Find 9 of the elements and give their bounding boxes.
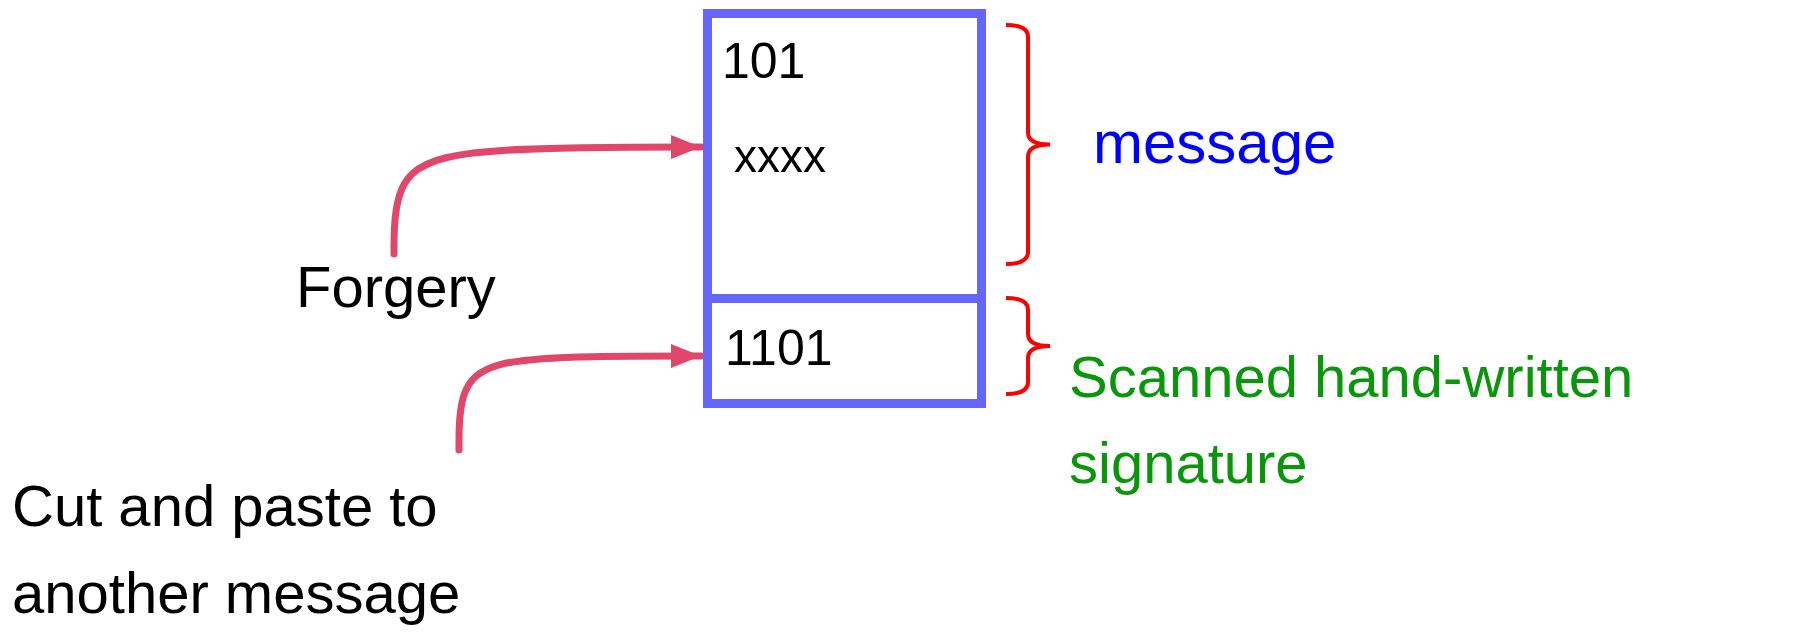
field-value: xxxx — [734, 133, 826, 179]
field-value: 1101 — [725, 323, 833, 373]
curved-arrow — [455, 344, 705, 454]
curved-arrow — [390, 135, 705, 258]
field-value: 101 — [722, 36, 806, 86]
annotation-text: Cut and paste to another message — [12, 450, 632, 636]
annotation-text: Forgery — [296, 254, 566, 320]
brace-label: message — [1093, 108, 1338, 178]
brace-label: Scanned hand-written signature — [1069, 343, 1635, 497]
